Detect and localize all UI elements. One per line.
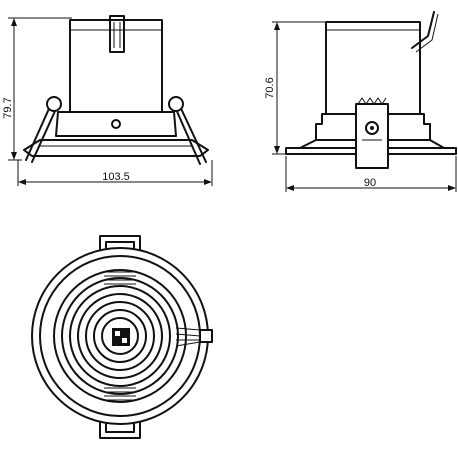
side-screw: [111, 119, 121, 129]
bottom-tilt-bracket: [175, 327, 201, 347]
bottom-clip-hatch-bottom: [104, 387, 136, 401]
rear-width-label: 90: [364, 177, 376, 189]
bottom-center-logo: [112, 328, 130, 346]
rear-spring-pivot: [365, 121, 379, 135]
side-connector-tab: [109, 15, 125, 53]
rear-driver-body: [325, 21, 421, 115]
bottom-clip-hatch-top: [104, 271, 136, 285]
bottom-view: [31, 235, 213, 439]
bottom-reflector-outer: [53, 269, 187, 403]
side-spring-right: [177, 101, 207, 163]
side-flange: [23, 139, 209, 157]
rear-spring-clip: [355, 103, 389, 169]
side-driver-body: [69, 19, 163, 113]
side-width-label: 103.5: [102, 171, 130, 183]
side-spring-left: [25, 101, 53, 161]
bottom-lens: [101, 317, 139, 355]
side-housing: [55, 111, 177, 137]
bottom-side-tab: [199, 329, 213, 343]
side-view: 79.7 103.5: [2, 15, 213, 186]
bottom-reflector-mid: [77, 293, 163, 379]
rear-cable: [411, 11, 435, 49]
rear-height-label: 70.6: [264, 77, 276, 98]
side-height-label: 79.7: [2, 97, 14, 118]
rear-view: 70.6 90: [264, 11, 457, 192]
